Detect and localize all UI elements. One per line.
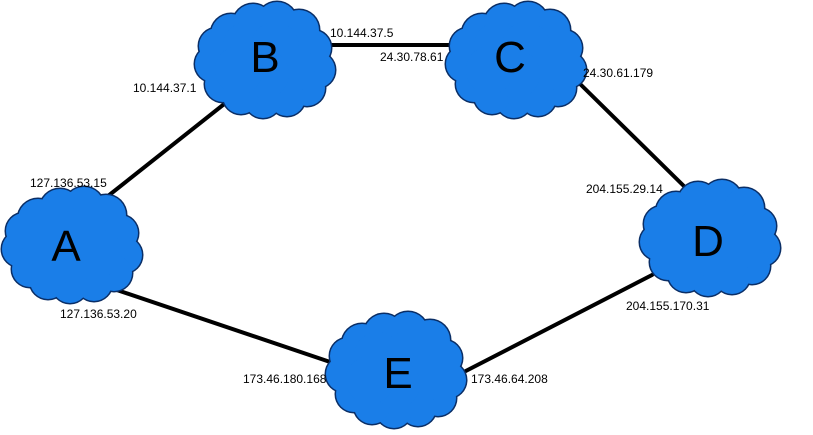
ip-label-b-to-c: 10.144.37.5	[330, 26, 394, 40]
cloud-node-a: A	[0, 185, 144, 305]
ip-label-b-to-a: 10.144.37.1	[133, 81, 197, 95]
cloud-icon	[0, 185, 144, 305]
cloud-icon	[193, 0, 337, 120]
node-label-d: D	[692, 217, 724, 266]
ip-label-d-to-e: 204.155.170.31	[626, 299, 710, 313]
ip-label-d-to-c: 204.155.29.14	[586, 182, 663, 196]
cloud-node-e: E	[324, 310, 468, 430]
links	[106, 43, 697, 377]
cloud-node-c: C	[444, 0, 588, 120]
ip-label-e-to-d: 173.46.64.208	[471, 372, 548, 386]
cloud-icon	[638, 178, 782, 298]
node-label-c: C	[494, 33, 526, 82]
node-label-e: E	[383, 349, 412, 398]
ip-labels: 127.136.53.15 10.144.37.1 10.144.37.5 24…	[30, 26, 710, 386]
ip-label-c-to-b: 24.30.78.61	[380, 50, 444, 64]
link-a-b	[106, 99, 230, 198]
ip-label-c-to-d: 24.30.61.179	[583, 66, 653, 80]
link-c-d	[570, 74, 697, 199]
node-label-a: A	[51, 222, 81, 271]
cloud-node-d: D	[638, 178, 782, 298]
link-d-e	[456, 273, 654, 377]
ip-label-e-to-a: 173.46.180.168	[243, 372, 327, 386]
cloud-node-b: B	[193, 0, 337, 120]
node-label-b: B	[250, 33, 279, 82]
ip-label-a-to-b: 127.136.53.15	[30, 176, 107, 190]
cloud-icon	[324, 310, 468, 430]
ip-label-a-to-e: 127.136.53.20	[60, 307, 137, 321]
cloud-icon	[444, 0, 588, 120]
link-e-a	[106, 285, 344, 368]
